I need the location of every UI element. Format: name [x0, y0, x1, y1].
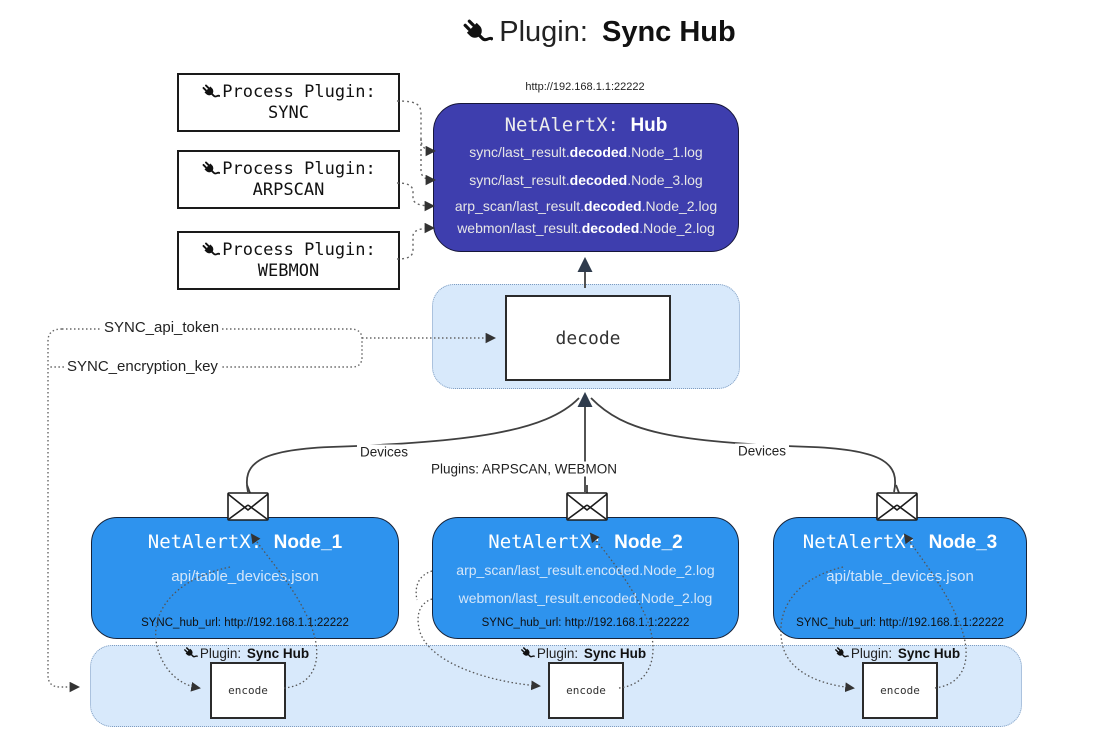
edge-label-devices-left: Devices	[356, 444, 412, 460]
edge-label-plugins: Plugins: ARPSCAN, WEBMON	[427, 461, 621, 477]
node-file: api/table_devices.json	[171, 568, 319, 585]
node-box-node1: NetAlertX: Node_1 api/table_devices.json…	[91, 517, 399, 639]
plug-icon	[201, 241, 220, 260]
encode-box: encode	[862, 662, 938, 719]
plug-icon	[834, 646, 849, 661]
process-to-hub-connectors	[396, 100, 437, 260]
hub-log-line: webmon/last_result.decoded.Node_2.log	[457, 220, 715, 236]
node-title: NetAlertX: Node_2	[488, 531, 683, 553]
node-file: api/table_devices.json	[826, 568, 974, 585]
page-title: Plugin: Sync Hub	[0, 16, 1117, 49]
process-plugin-name: ARPSCAN	[252, 180, 325, 200]
node-title: NetAlertX: Node_3	[802, 531, 998, 553]
encoder-label: Plugin: Sync Hub	[834, 646, 960, 661]
process-plugin-label: Process Plugin:	[222, 159, 376, 179]
node-hub-url: SYNC_hub_url: http://192.168.1.1:22222	[481, 617, 690, 629]
encode-box: encode	[210, 662, 286, 719]
process-plugin-box-sync: Process Plugin: SYNC	[177, 73, 400, 132]
sync-encryption-key-label: SYNC_encryption_key	[64, 358, 221, 375]
plug-icon	[461, 17, 493, 49]
process-plugin-name: WEBMON	[257, 261, 320, 281]
hub-log-line: sync/last_result.decoded.Node_3.log	[469, 172, 703, 188]
node-box-node2: NetAlertX: Node_2 arp_scan/last_result.e…	[432, 517, 739, 639]
encode-box: encode	[548, 662, 624, 719]
hub-log-line: sync/last_result.decoded.Node_1.log	[469, 144, 703, 160]
node-title: NetAlertX: Node_1	[147, 531, 343, 553]
node-box-node3: NetAlertX: Node_3 api/table_devices.json…	[773, 517, 1027, 639]
hub-box: NetAlertX: Hub sync/last_result.decoded.…	[433, 103, 739, 252]
encoder-label: Plugin: Sync Hub	[520, 646, 646, 661]
process-plugin-box-webmon: Process Plugin: WEBMON	[177, 231, 400, 290]
plug-icon	[201, 160, 220, 179]
edge-label-devices-right: Devices	[734, 443, 790, 459]
page-title-bold: Sync Hub	[601, 16, 736, 48]
plug-icon	[201, 83, 220, 102]
node-file: arp_scan/last_result.encoded.Node_2.log	[456, 562, 715, 578]
process-plugin-label: Process Plugin:	[222, 240, 376, 260]
node-hub-url: SYNC_hub_url: http://192.168.1.1:22222	[796, 617, 1004, 629]
envelope-icon	[566, 492, 608, 521]
node-file: webmon/last_result.encoded.Node_2.log	[458, 590, 713, 606]
envelope-icon	[227, 492, 269, 521]
hub-title: NetAlertX: Hub	[434, 114, 738, 137]
decode-box: decode	[505, 295, 671, 381]
sync-api-token-label: SYNC_api_token	[101, 319, 223, 336]
envelope-icons	[227, 492, 918, 521]
hub-log-line: arp_scan/last_result.decoded.Node_2.log	[454, 198, 718, 214]
plug-icon	[520, 646, 535, 661]
hub-title-prefix: NetAlertX:	[504, 114, 631, 136]
process-plugin-name: SYNC	[268, 103, 309, 123]
page-title-prefix: Plugin:	[499, 16, 596, 48]
envelope-icon	[876, 492, 918, 521]
plug-icon	[183, 646, 198, 661]
process-plugin-box-arpscan: Process Plugin: ARPSCAN	[177, 150, 400, 209]
hub-url-label: http://192.168.1.1:22222	[525, 81, 645, 93]
node-hub-url: SYNC_hub_url: http://192.168.1.1:22222	[141, 617, 349, 629]
process-plugin-label: Process Plugin:	[222, 82, 376, 102]
encoder-label: Plugin: Sync Hub	[183, 646, 309, 661]
hub-title-bold: Hub	[630, 115, 668, 136]
